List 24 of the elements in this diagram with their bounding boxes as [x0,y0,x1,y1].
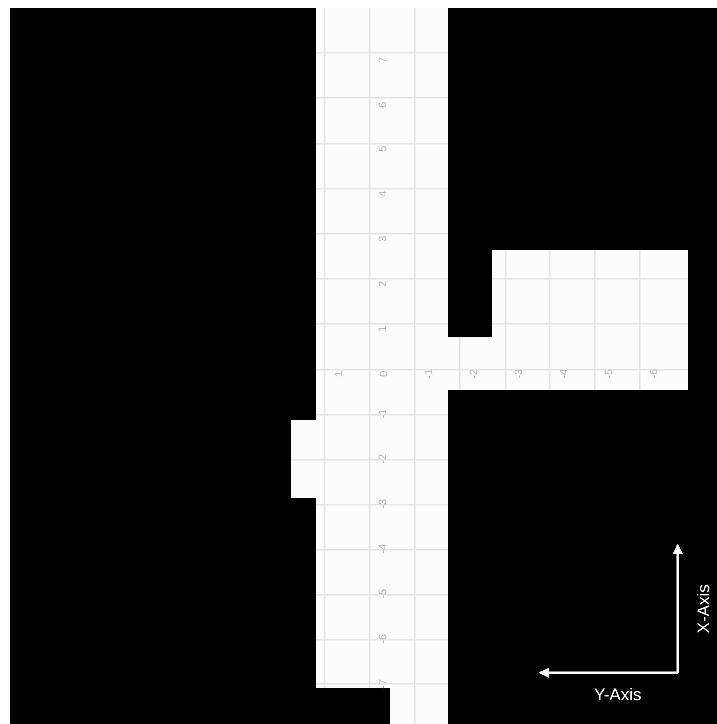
grid-coordinate-label: 6 [378,102,390,108]
grid-coordinate-label: -5 [378,589,390,599]
grid-coordinate-label: -7 [378,679,390,689]
grid-coordinate-label: -1 [424,369,436,379]
grid-coordinate-label: -3 [514,369,526,379]
grid-coordinate-label: -6 [650,369,660,379]
grid-coordinate-label: 0 [380,370,390,378]
grid-coordinate-label: -1 [378,409,390,419]
grid-coordinate-label: 7 [378,56,390,64]
grid-coordinate-label: 1 [334,370,346,378]
grid-coordinate-label: -2 [470,369,480,379]
grid-coordinate-label: 4 [378,190,390,198]
axis-label: Y-Axis [594,686,642,704]
grid-coordinate-label: 2 [378,280,390,288]
grid-coordinate-label: -6 [378,634,390,644]
grid-coordinate-label: -2 [378,454,390,464]
grid-coordinate-label: -4 [560,369,570,379]
grid-coordinate-label: -3 [378,499,390,509]
grid-coordinate-label: -5 [604,369,616,379]
grid-coordinate-label: -4 [378,544,390,554]
axis-label: X-Axis [696,584,712,634]
grid-coordinate-label: 1 [378,326,390,332]
grid-coordinate-label: 5 [378,146,390,152]
grid-coordinate-label: 3 [378,236,390,242]
